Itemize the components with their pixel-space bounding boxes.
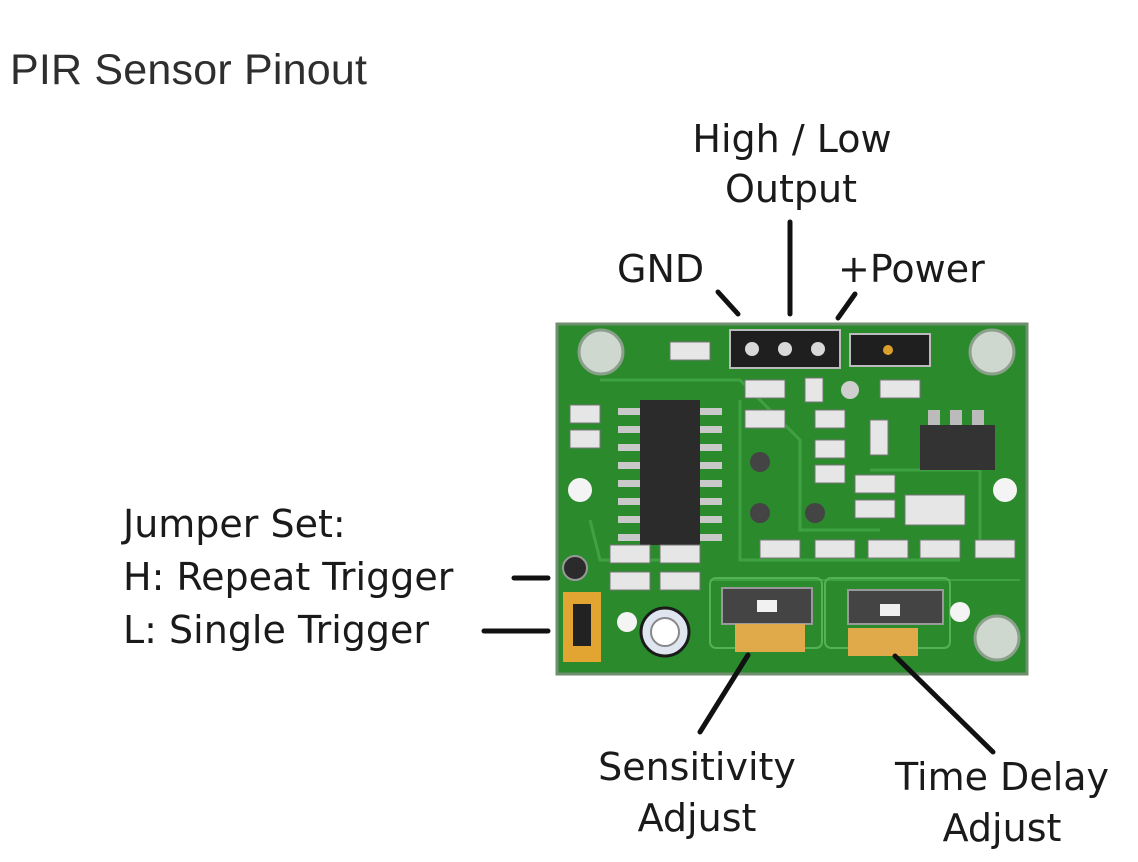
gnd-leader-line (715, 289, 741, 317)
power-leader-line (835, 291, 858, 321)
jumper-repeat-trigger-label: H: Repeat Trigger (123, 555, 454, 599)
sensitivity-label-line2: Adjust (637, 796, 757, 840)
trigger-jumper (562, 555, 601, 662)
mounting-hole-bottom-right (973, 614, 1021, 662)
sensitivity-potentiometer (721, 587, 813, 652)
jumper-single-trigger-label: L: Single Trigger (123, 608, 430, 652)
power-label: +Power (838, 247, 985, 291)
page-title: PIR Sensor Pinout (10, 46, 368, 94)
sensitivity-leader-line (697, 652, 751, 735)
time-delay-leader-line (892, 653, 996, 755)
high-low-output-label-line1: High / Low (692, 117, 892, 161)
time-delay-label-line2: Adjust (942, 806, 1062, 850)
sensitivity-label-line1: Sensitivity (598, 745, 796, 789)
mounting-hole-top-left (577, 328, 625, 376)
ic-chip (618, 400, 722, 545)
gnd-label: GND (617, 247, 705, 291)
header-pins (729, 329, 931, 369)
time-delay-label-line1: Time Delay (894, 755, 1110, 799)
mounting-hole-top-right (968, 328, 1016, 376)
time-delay-potentiometer (847, 589, 944, 656)
jumper-set-title: Jumper Set: (123, 502, 346, 546)
voltage-regulator (920, 410, 995, 470)
pcb-board (555, 322, 1029, 676)
high-low-output-label-line2: Output (725, 167, 857, 211)
